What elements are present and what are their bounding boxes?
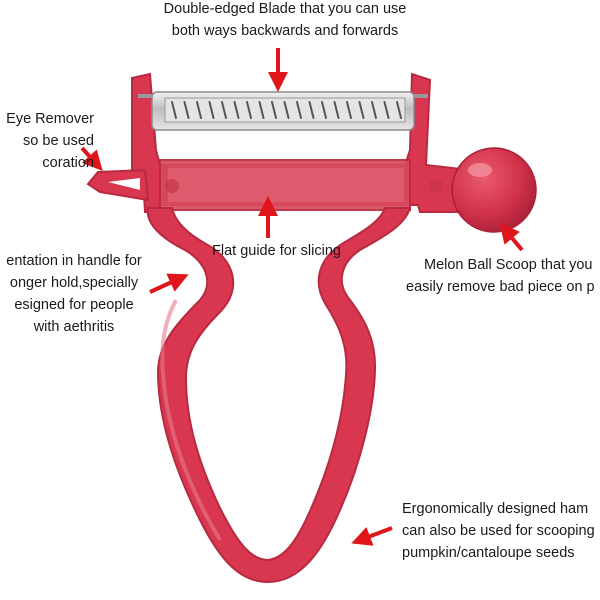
blade-tooth [358,101,365,119]
blade-tooth [271,101,277,119]
blade-tooth [246,101,252,119]
label-blade: Double-edged Blade that you can use both… [150,0,420,42]
label-melon-ball: Melon Ball Scoop that you easily remove … [406,254,595,298]
blade-tooth [321,101,327,119]
blade-tooth [208,101,215,119]
label-handle-line: pumpkin/cantaloupe seeds [402,545,575,561]
label-indentation-line: esigned for people [14,297,134,313]
blade-tooth [296,101,302,119]
blade-tooth [396,101,402,119]
label-melon-ball-line: Melon Ball Scoop that you [424,257,593,273]
arrow-eye-remover [80,146,103,171]
blade-tooth [346,101,352,119]
label-indentation-line: with aethritis [33,319,115,335]
label-blade-line: both ways backwards and forwards [171,23,399,39]
label-eye-remover-line: so be used [23,133,94,149]
arrow-melon-ball [499,222,524,252]
peeler-body [86,72,471,584]
label-handle-line: can also be used for scooping [402,523,595,539]
blade-tooth [258,101,265,119]
blade-tooth [308,101,315,119]
blade-tooth [233,101,240,119]
blade-tooth [196,101,202,119]
label-eye-remover-line: Eye Remover [6,111,94,127]
label-eye-remover-line: coration [42,155,94,171]
label-blade-line: Double-edged Blade that you can use [163,1,407,17]
label-flat-guide-line: Flat guide for slicing [212,243,341,259]
label-melon-ball-line: easily remove bad piece on p [406,279,595,295]
label-flat-guide: Flat guide for slicing [212,240,341,262]
label-handle-line: Ergonomically designed ham [402,501,589,517]
blade-tooth [183,101,190,119]
label-indentation: entation in handle for onger hold,specia… [0,250,148,338]
peeler-handle [146,207,412,584]
blade-tooth [371,101,377,119]
blade-tooth [333,101,340,119]
blade-tooth [171,101,177,119]
melon-ball-scoop [451,147,537,233]
blade-tooth [283,101,290,119]
double-edged-blade [138,91,428,131]
blade-tooth [221,101,227,119]
label-eye-remover: Eye Remover so be used coration [0,108,94,174]
arrow-indentation [149,273,189,294]
arrow-handle [351,526,393,546]
eye-remover-hook [86,168,150,202]
label-handle: Ergonomically designed ham can also be u… [402,498,595,564]
label-indentation-line: entation in handle for [6,253,142,269]
blade-tooth [383,101,390,119]
label-indentation-line: onger hold,specially [9,275,139,291]
